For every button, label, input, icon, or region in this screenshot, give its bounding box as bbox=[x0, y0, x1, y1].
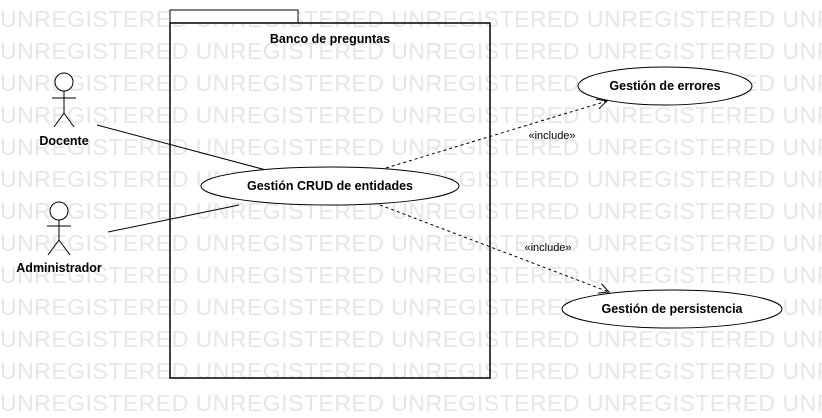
use-case-ellipse bbox=[200, 166, 460, 206]
use-case-ellipse bbox=[561, 289, 783, 329]
use-case-errores[interactable]: Gestión de errores bbox=[577, 66, 753, 106]
watermark-text-row: UNREGISTERED UNREGISTERED UNREGISTERED U… bbox=[0, 358, 822, 384]
use-case-persistencia-label: Gestión de persistencia bbox=[601, 302, 743, 316]
include-crud-errores[interactable] bbox=[385, 101, 607, 169]
use-case-crud-label: Gestión CRUD de entidades bbox=[247, 179, 413, 193]
watermark-text-row: UNREGISTERED UNREGISTERED UNREGISTERED U… bbox=[0, 198, 822, 224]
unregistered-watermark: UNREGISTERED UNREGISTERED UNREGISTERED U… bbox=[0, 6, 822, 416]
association-docente-crud[interactable] bbox=[96, 124, 267, 171]
actor-head bbox=[49, 201, 69, 221]
system-title: Banco de preguntas bbox=[270, 32, 390, 46]
watermark-text-row: UNREGISTERED UNREGISTERED UNREGISTERED U… bbox=[0, 262, 822, 288]
watermark-text-row: UNREGISTERED UNREGISTERED UNREGISTERED U… bbox=[0, 326, 822, 352]
system-boundary[interactable]: Banco de preguntas bbox=[169, 9, 491, 379]
watermark-text-row: UNREGISTERED UNREGISTERED UNREGISTERED U… bbox=[0, 390, 822, 416]
use-case-errores-label: Gestión de errores bbox=[609, 79, 720, 93]
actor-right-leg bbox=[63, 112, 75, 128]
actor-left-leg bbox=[47, 239, 60, 256]
actor-right-leg bbox=[58, 239, 71, 256]
use-case-crud[interactable]: Gestión CRUD de entidades bbox=[200, 166, 460, 206]
actor-administrador[interactable]: Administrador bbox=[16, 201, 102, 275]
association-administrador-crud[interactable] bbox=[107, 204, 240, 233]
watermark-text-row: UNREGISTERED UNREGISTERED UNREGISTERED U… bbox=[0, 38, 822, 64]
include-crud-persistencia[interactable] bbox=[379, 204, 609, 292]
watermark-text-row: UNREGISTERED UNREGISTERED UNREGISTERED U… bbox=[0, 102, 822, 128]
boundary-tab bbox=[169, 9, 299, 24]
watermark-text-row: UNREGISTERED UNREGISTERED UNREGISTERED U… bbox=[0, 230, 822, 256]
actor-administrador-label: Administrador bbox=[16, 261, 102, 275]
actor-head bbox=[54, 72, 74, 92]
include-label-persistencia: «include» bbox=[524, 242, 571, 254]
actor-docente[interactable]: Docente bbox=[39, 72, 89, 148]
use-case-ellipse bbox=[577, 66, 753, 106]
boundary-frame bbox=[169, 22, 491, 379]
actor-docente-label: Docente bbox=[39, 134, 88, 148]
actor-left-leg bbox=[53, 112, 65, 128]
watermark-text-row: UNREGISTERED UNREGISTERED UNREGISTERED U… bbox=[0, 6, 822, 32]
watermark-text-row: UNREGISTERED UNREGISTERED UNREGISTERED U… bbox=[0, 134, 822, 160]
include-label-errores: «include» bbox=[528, 130, 575, 142]
use-case-persistencia[interactable]: Gestión de persistencia bbox=[561, 289, 783, 329]
